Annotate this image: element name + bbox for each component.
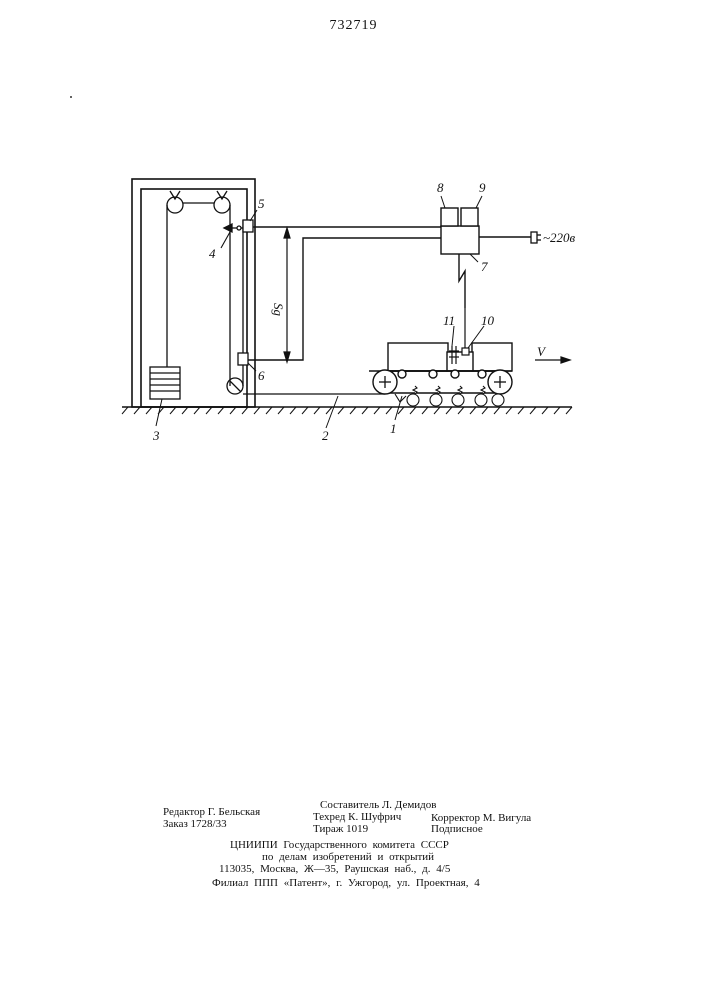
label-v: V	[537, 344, 547, 359]
sensor-6	[238, 353, 248, 365]
track	[373, 370, 512, 394]
label-1: 1	[390, 421, 397, 436]
suspension	[395, 386, 504, 406]
plus-marks	[379, 376, 506, 388]
carriage	[369, 343, 512, 371]
imprint-circulation: Тираж 1019	[313, 823, 368, 836]
label-8: 8	[437, 180, 444, 195]
unit-8	[441, 208, 458, 226]
label-7: 7	[481, 259, 488, 274]
radio-link	[459, 254, 465, 308]
leader-4	[221, 232, 230, 248]
label-9: 9	[479, 180, 486, 195]
label-4: 4	[209, 246, 216, 261]
label-sg: Sg	[271, 303, 286, 317]
marker-4	[224, 224, 243, 232]
imprint-address: 113035, Москва, Ж—35, Раушская наб., д. …	[219, 863, 450, 876]
sg-dimension	[284, 228, 290, 362]
imprint-order: Заказ 1728/33	[163, 818, 227, 831]
ground-hatching	[122, 407, 572, 414]
receiver-10	[462, 348, 469, 355]
label-2: 2	[322, 428, 329, 443]
sensor-5	[243, 220, 253, 232]
unit-9	[461, 208, 478, 226]
label-power: ~220в	[543, 230, 576, 245]
label-5: 5	[258, 196, 265, 211]
label-10: 10	[481, 313, 495, 328]
power-plug	[531, 232, 541, 243]
label-3: 3	[152, 428, 160, 443]
control-unit-7	[441, 226, 479, 254]
rope	[167, 203, 385, 394]
counterweight	[150, 367, 180, 399]
imprint-branch: Филиал ППП «Патент», г. Ужгород, ул. Про…	[212, 877, 480, 890]
signal-wires	[248, 227, 531, 360]
label-6: 6	[258, 368, 265, 383]
imprint-subscription: Подписное	[431, 823, 483, 836]
label-11: 11	[443, 313, 455, 328]
